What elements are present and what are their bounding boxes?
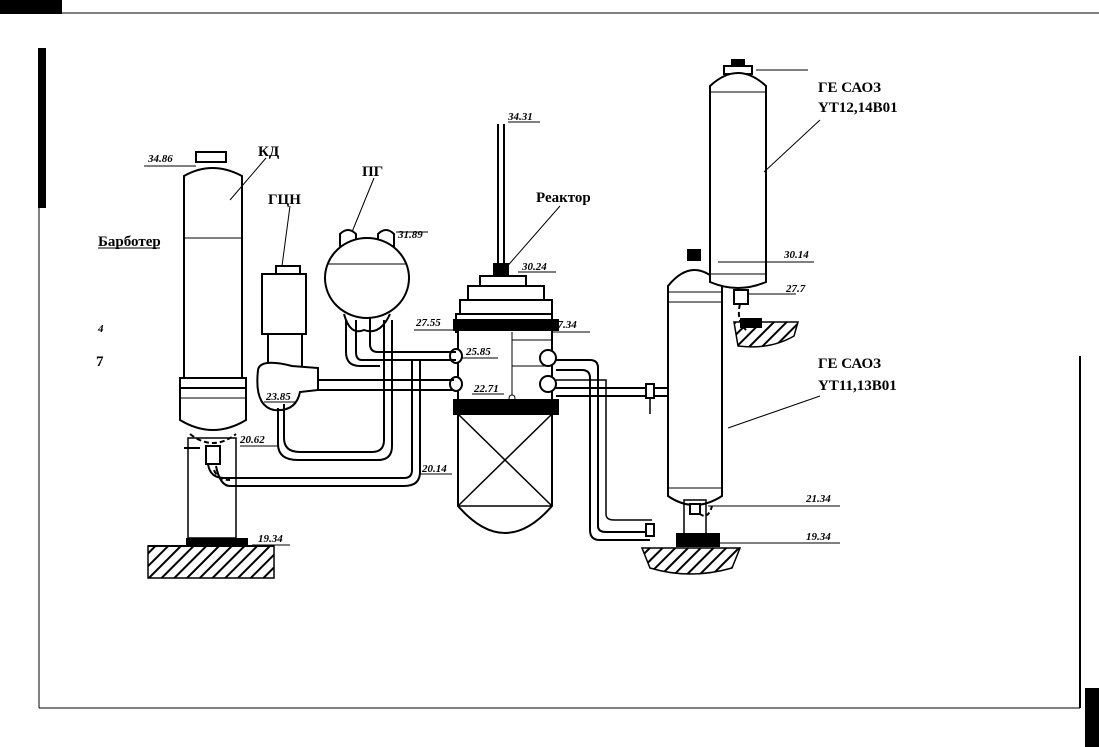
reactor-vessel (449, 124, 559, 534)
label-pg: ПГ (362, 164, 383, 180)
label-kd: КД (258, 144, 280, 160)
leader-lines (98, 69, 840, 546)
elev-ge-top-outlet: 27.7 (785, 283, 806, 295)
elev-loop-bottom: 20.62 (239, 434, 265, 446)
elev-ge-bottom-outlet: 21.34 (805, 493, 831, 505)
accumulator-ge-bottom (667, 249, 723, 535)
elev-kd-top: 34.86 (147, 153, 173, 165)
label-fragment-a: 4 (97, 323, 104, 335)
pump-gcn (256, 265, 319, 412)
foundation-kd (147, 538, 275, 579)
pressurizer-kd (179, 151, 247, 539)
label-ge-bottom-line2: YT11,13B01 (818, 378, 897, 394)
foundation-ge-bottom (640, 533, 742, 575)
elev-gcn: 23.85 (265, 391, 291, 403)
steam-generator-pg (324, 229, 410, 333)
foundation-ge-top (733, 318, 799, 348)
label-reactor: Реактор (536, 190, 591, 206)
elev-reactor-flange-right: 27.34 (551, 319, 577, 331)
label-ge-top-line2: YT12,14B01 (818, 100, 898, 116)
elev-rod-top: 34.31 (507, 111, 533, 123)
label-ge-top-line1: ГЕ САОЗ (818, 80, 881, 96)
elev-ge-base: 19.34 (806, 531, 831, 543)
elev-reactor-flange-left: 27.55 (415, 317, 441, 329)
accumulator-ge-top (709, 59, 767, 331)
label-gcn: ГЦН (268, 192, 301, 208)
label-fragment-b: 7 (96, 354, 104, 370)
elev-hot-leg: 25.85 (465, 346, 491, 358)
elev-surge-line: 20.14 (421, 463, 447, 475)
primary-piping (207, 318, 668, 541)
elev-ge-top-bottom: 30.14 (783, 249, 809, 261)
label-ge-bottom-line1: ГЕ САОЗ (818, 356, 881, 372)
elev-reactor-head: 30.24 (521, 261, 547, 273)
elev-kd-base: 19.34 (258, 533, 283, 545)
elev-pg-top: 31.89 (397, 229, 423, 241)
label-barboter: Барботер (98, 234, 161, 250)
elev-cold-leg: 22.71 (473, 383, 499, 395)
